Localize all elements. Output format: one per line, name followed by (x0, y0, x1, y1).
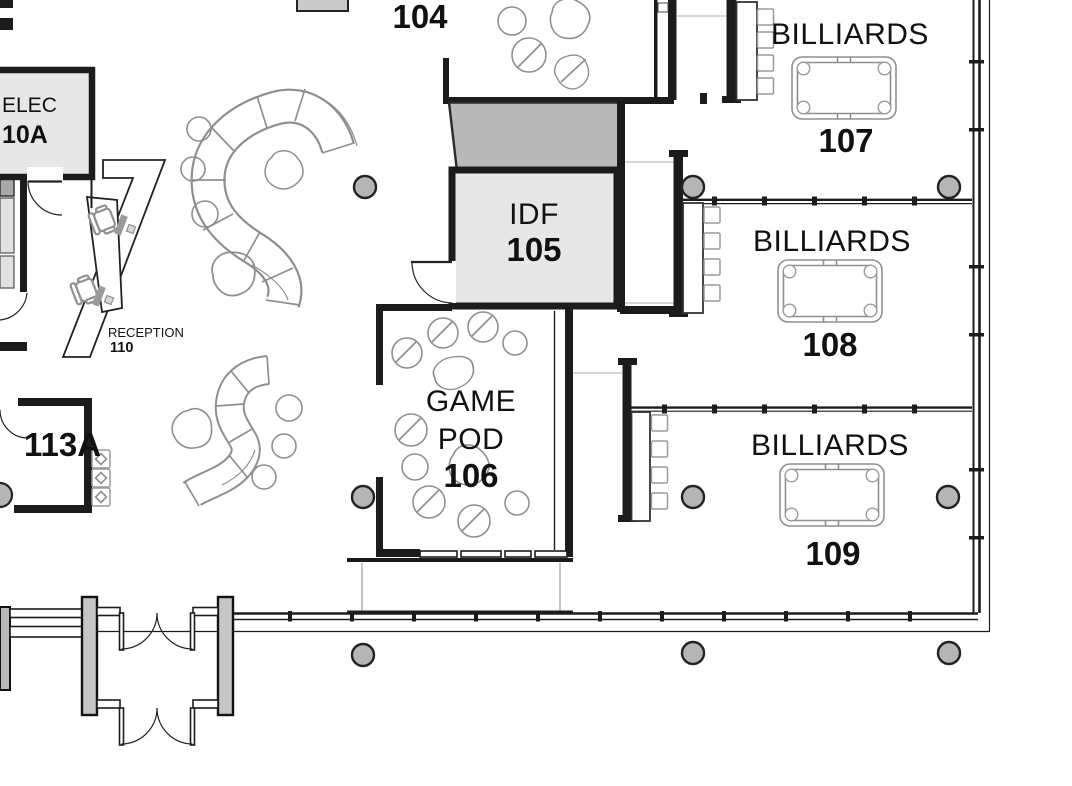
monitor (114, 214, 128, 236)
room-billiards-109: BILLIARDS 109 (618, 358, 909, 572)
column (680, 640, 706, 666)
serpentine-bench-upper (190, 88, 358, 308)
column (936, 640, 962, 666)
room-idf-105: IDF 105 (411, 100, 674, 314)
billiards-table-109 (779, 463, 885, 527)
room-label-billiards-107: BILLIARDS (771, 18, 929, 51)
counter (630, 411, 651, 522)
desk-accessory (103, 294, 115, 306)
stone-seats (166, 0, 596, 490)
room-label-billiards-108: BILLIARDS (753, 225, 911, 258)
column (936, 174, 962, 200)
room-number-107: 107 (818, 122, 873, 159)
column (935, 484, 961, 510)
exterior-walls (10, 0, 991, 633)
column (352, 174, 378, 200)
column (350, 642, 376, 668)
room-number-110: 110 (110, 340, 133, 356)
counter-stools (650, 414, 669, 510)
vestibule-entry (0, 595, 235, 746)
shaft-chase (447, 101, 622, 173)
door-swing (27, 180, 63, 216)
serpentine-bench-lower (182, 355, 271, 507)
room-label-idf: IDF (509, 198, 559, 231)
cabinet (296, 0, 349, 12)
room-label-billiards-109: BILLIARDS (751, 429, 909, 462)
pilaster (216, 595, 235, 717)
room-label-pod: POD (438, 423, 505, 456)
room-number-113a: 113A (24, 426, 101, 463)
room-number-104: 104 (392, 0, 448, 35)
round-stool (0, 481, 14, 509)
game-pod-seats (391, 311, 530, 538)
room-billiards-107: BILLIARDS 107 (678, 0, 972, 206)
counter-stools (756, 8, 775, 95)
room-number-elec: 10A (2, 121, 48, 149)
reception-labels: RECEPTION 110 (108, 325, 184, 356)
room-number-109: 109 (805, 535, 860, 572)
wall-joints (712, 196, 917, 206)
reception-area (61, 159, 167, 358)
monitor (92, 285, 106, 307)
room-label-game: GAME (426, 385, 516, 418)
room-number-idf: 105 (506, 231, 561, 268)
room-billiards-108: BILLIARDS 108 (628, 150, 972, 414)
room-game-pod-106: GAME POD 106 (347, 304, 573, 562)
equipment-rack (91, 449, 111, 507)
wall-joints (662, 404, 917, 414)
counter (682, 202, 704, 314)
pilaster (80, 595, 99, 717)
room-113a: 113A (0, 398, 111, 513)
room-number-106: 106 (443, 457, 498, 494)
counter (735, 1, 758, 101)
double-door-outer (118, 612, 196, 651)
room-number-108: 108 (802, 326, 857, 363)
desk-accessory (125, 223, 137, 235)
double-door-inner (118, 707, 196, 746)
open-area-104: 104 (296, 0, 707, 104)
counter-stools (703, 206, 721, 302)
column (680, 484, 706, 510)
room-elec-110a: ELEC 10A (0, 66, 96, 216)
column (680, 174, 706, 200)
column (350, 484, 376, 510)
door-swing (0, 409, 29, 439)
mullions-bottom (288, 611, 912, 622)
task-chair (87, 204, 116, 236)
room-label-elec: ELEC (2, 94, 57, 117)
room-label-reception: RECEPTION (108, 325, 184, 340)
door-swing (411, 262, 453, 304)
billiards-table-108 (777, 259, 883, 323)
structural-columns (350, 174, 962, 668)
mullions-right (969, 60, 984, 540)
billiards-table-107 (791, 56, 897, 120)
